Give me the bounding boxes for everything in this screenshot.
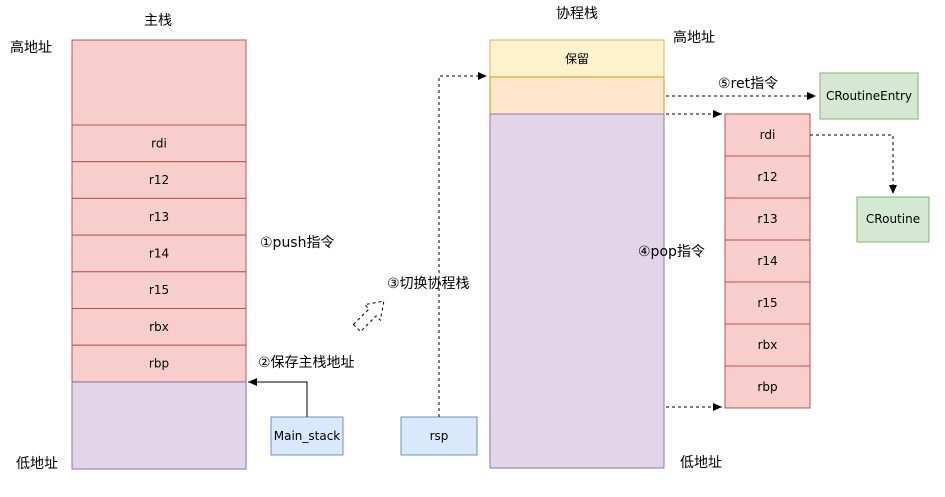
coroutine-stack-entry-slot [489,76,665,115]
croutine-entry-label: CRoutineEntry [826,89,912,103]
coroutine-cell-rbx [724,323,811,367]
croutine-label: CRoutine [866,212,920,226]
step-push-label: ①push指令 [260,235,334,251]
main-stack-cell-rdi [71,124,247,163]
save-main-stack-arrow [248,378,308,417]
coroutine-cell-rdi [724,113,811,157]
coroutine-label-rdi: rdi [760,128,776,142]
rdi-to-croutine-arrow [810,134,897,194]
croutine-box [856,196,930,243]
main-stack-cell-r14 [71,234,247,273]
main-stack-label-rbx: rbx [149,320,169,334]
coroutine-stack-high-address: 高地址 [673,29,715,46]
main-stack-label-rdi: rdi [151,136,167,150]
coroutine-label-r14: r14 [757,254,777,268]
coroutine-label-r13: r13 [757,212,777,226]
coroutine-cell-r13 [724,197,811,241]
main-stack-cell-r13 [71,197,247,236]
coroutine-label-r12: r12 [757,170,777,184]
main-stack-label-r15: r15 [149,283,169,297]
step-save-label: ②保存主栈地址 [258,355,355,371]
coroutine-label-r15: r15 [757,296,777,310]
coroutine-label-rbx: rbx [758,338,778,352]
step-pop-label: ④pop指令 [638,244,705,260]
rsp-box [400,416,478,456]
coroutine-stack-low-address: 低地址 [680,455,722,471]
coroutine-stack-free-area [489,113,665,469]
main-stack-top-block [71,39,247,126]
coroutine-registers: rdi r12 r13 r14 r15 rbx rbp [724,113,811,409]
coroutine-cell-r15 [724,281,811,325]
step-switch-label: ③切换协程栈 [387,275,470,292]
main-stack-free-area [71,381,247,470]
coroutine-cell-rbp [724,365,811,409]
main-stack-cell-r12 [71,161,247,199]
main-stack-variable-box [270,416,344,456]
croutine-entry-box [819,72,919,120]
step-ret-label: ⑤ret指令 [718,76,778,92]
rsp-label: rsp [430,429,449,443]
main-stack-label-r13: r13 [149,210,169,224]
main-stack-high-address: 高地址 [10,39,52,56]
switch-stack-hollow-arrow [352,300,385,333]
rsp-to-coroutine-stack-arrow [438,72,487,417]
coroutine-stack-title: 协程栈 [556,6,598,22]
main-stack-label-rbp: rbp [149,357,169,371]
main-stack-title: 主栈 [144,13,172,29]
coroutine-stack-reserved-block [489,39,665,78]
coroutine-stack-reserved-label: 保留 [565,52,589,66]
main-stack-label-r14: r14 [149,246,169,260]
coroutine-cell-r14 [724,239,811,283]
main-stack-low-address: 低地址 [16,456,58,472]
coroutine-cell-r12 [724,155,811,199]
main-stack-cell-rbx [71,308,247,346]
main-stack-registers: rdi r12 r13 r14 r15 rbx rbp [71,124,247,383]
main-stack-label-r12: r12 [149,173,169,187]
main-stack-variable-label: Main_stack [274,429,341,443]
coroutine-label-rbp: rbp [757,380,777,394]
